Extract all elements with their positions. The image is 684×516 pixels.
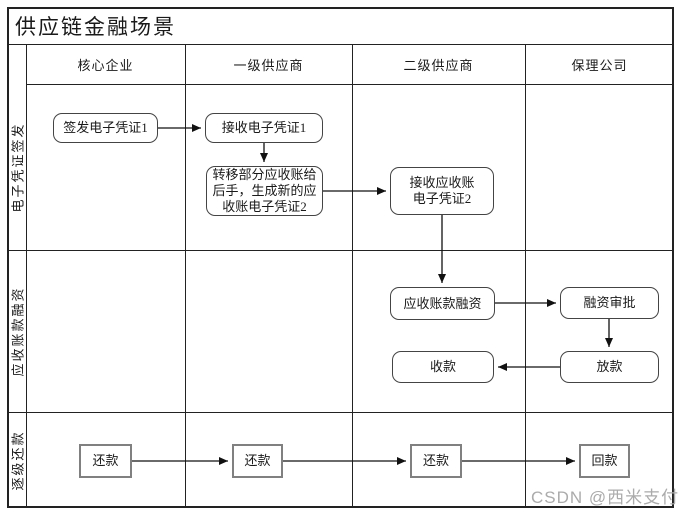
lane-header-tier2-supplier: 二级供应商: [403, 58, 474, 73]
phase1-phase2-separator-line: [7, 250, 674, 251]
node-ar-financing: 应收账款融资: [390, 287, 495, 320]
node-financing-approval: 融资审批: [560, 287, 659, 319]
title-separator-line: [7, 44, 674, 45]
page-title: 供应链金融场景: [15, 15, 176, 39]
node-receive-ecert1: 接收电子凭证1: [205, 113, 323, 143]
lane3-lane4-separator-line: [525, 44, 526, 508]
node-repay-tier1-supplier: 还款: [232, 444, 283, 478]
lane-header-separator-line: [26, 84, 674, 85]
node-repay-tier2-supplier: 还款: [410, 444, 462, 478]
phase2-phase3-separator-line: [7, 412, 674, 413]
lane-header-factoring-company: 保理公司: [571, 58, 628, 73]
node-issue-ecert1: 签发电子凭证1: [53, 113, 158, 143]
node-receive-payment: 收款: [392, 351, 494, 383]
csdn-watermark: CSDN @西米支付: [531, 488, 680, 507]
diagram-outer-border: [7, 7, 674, 508]
node-receive-ar-ecert2: 接收应收账 电子凭证2: [390, 167, 494, 215]
phase-label-stepwise-repayment: 逐级还款: [10, 429, 26, 491]
lane2-lane3-separator-line: [352, 44, 353, 508]
phase-label-ar-financing: 应收账款融资: [10, 285, 26, 377]
phase-label-column-line: [26, 44, 27, 508]
lane-header-tier1-supplier: 一级供应商: [233, 58, 304, 73]
phase-label-certificate-issuance: 电子凭证签发: [10, 121, 26, 213]
node-transfer-generate-ecert2: 转移部分应收账给 后手，生成新的应 收账电子凭证2: [206, 166, 323, 216]
lane-header-core-enterprise: 核心企业: [77, 58, 134, 73]
node-return-payment: 回款: [579, 444, 630, 478]
lane1-lane2-separator-line: [185, 44, 186, 508]
node-repay-core-enterprise: 还款: [79, 444, 132, 478]
node-loan-disbursement: 放款: [560, 351, 659, 383]
